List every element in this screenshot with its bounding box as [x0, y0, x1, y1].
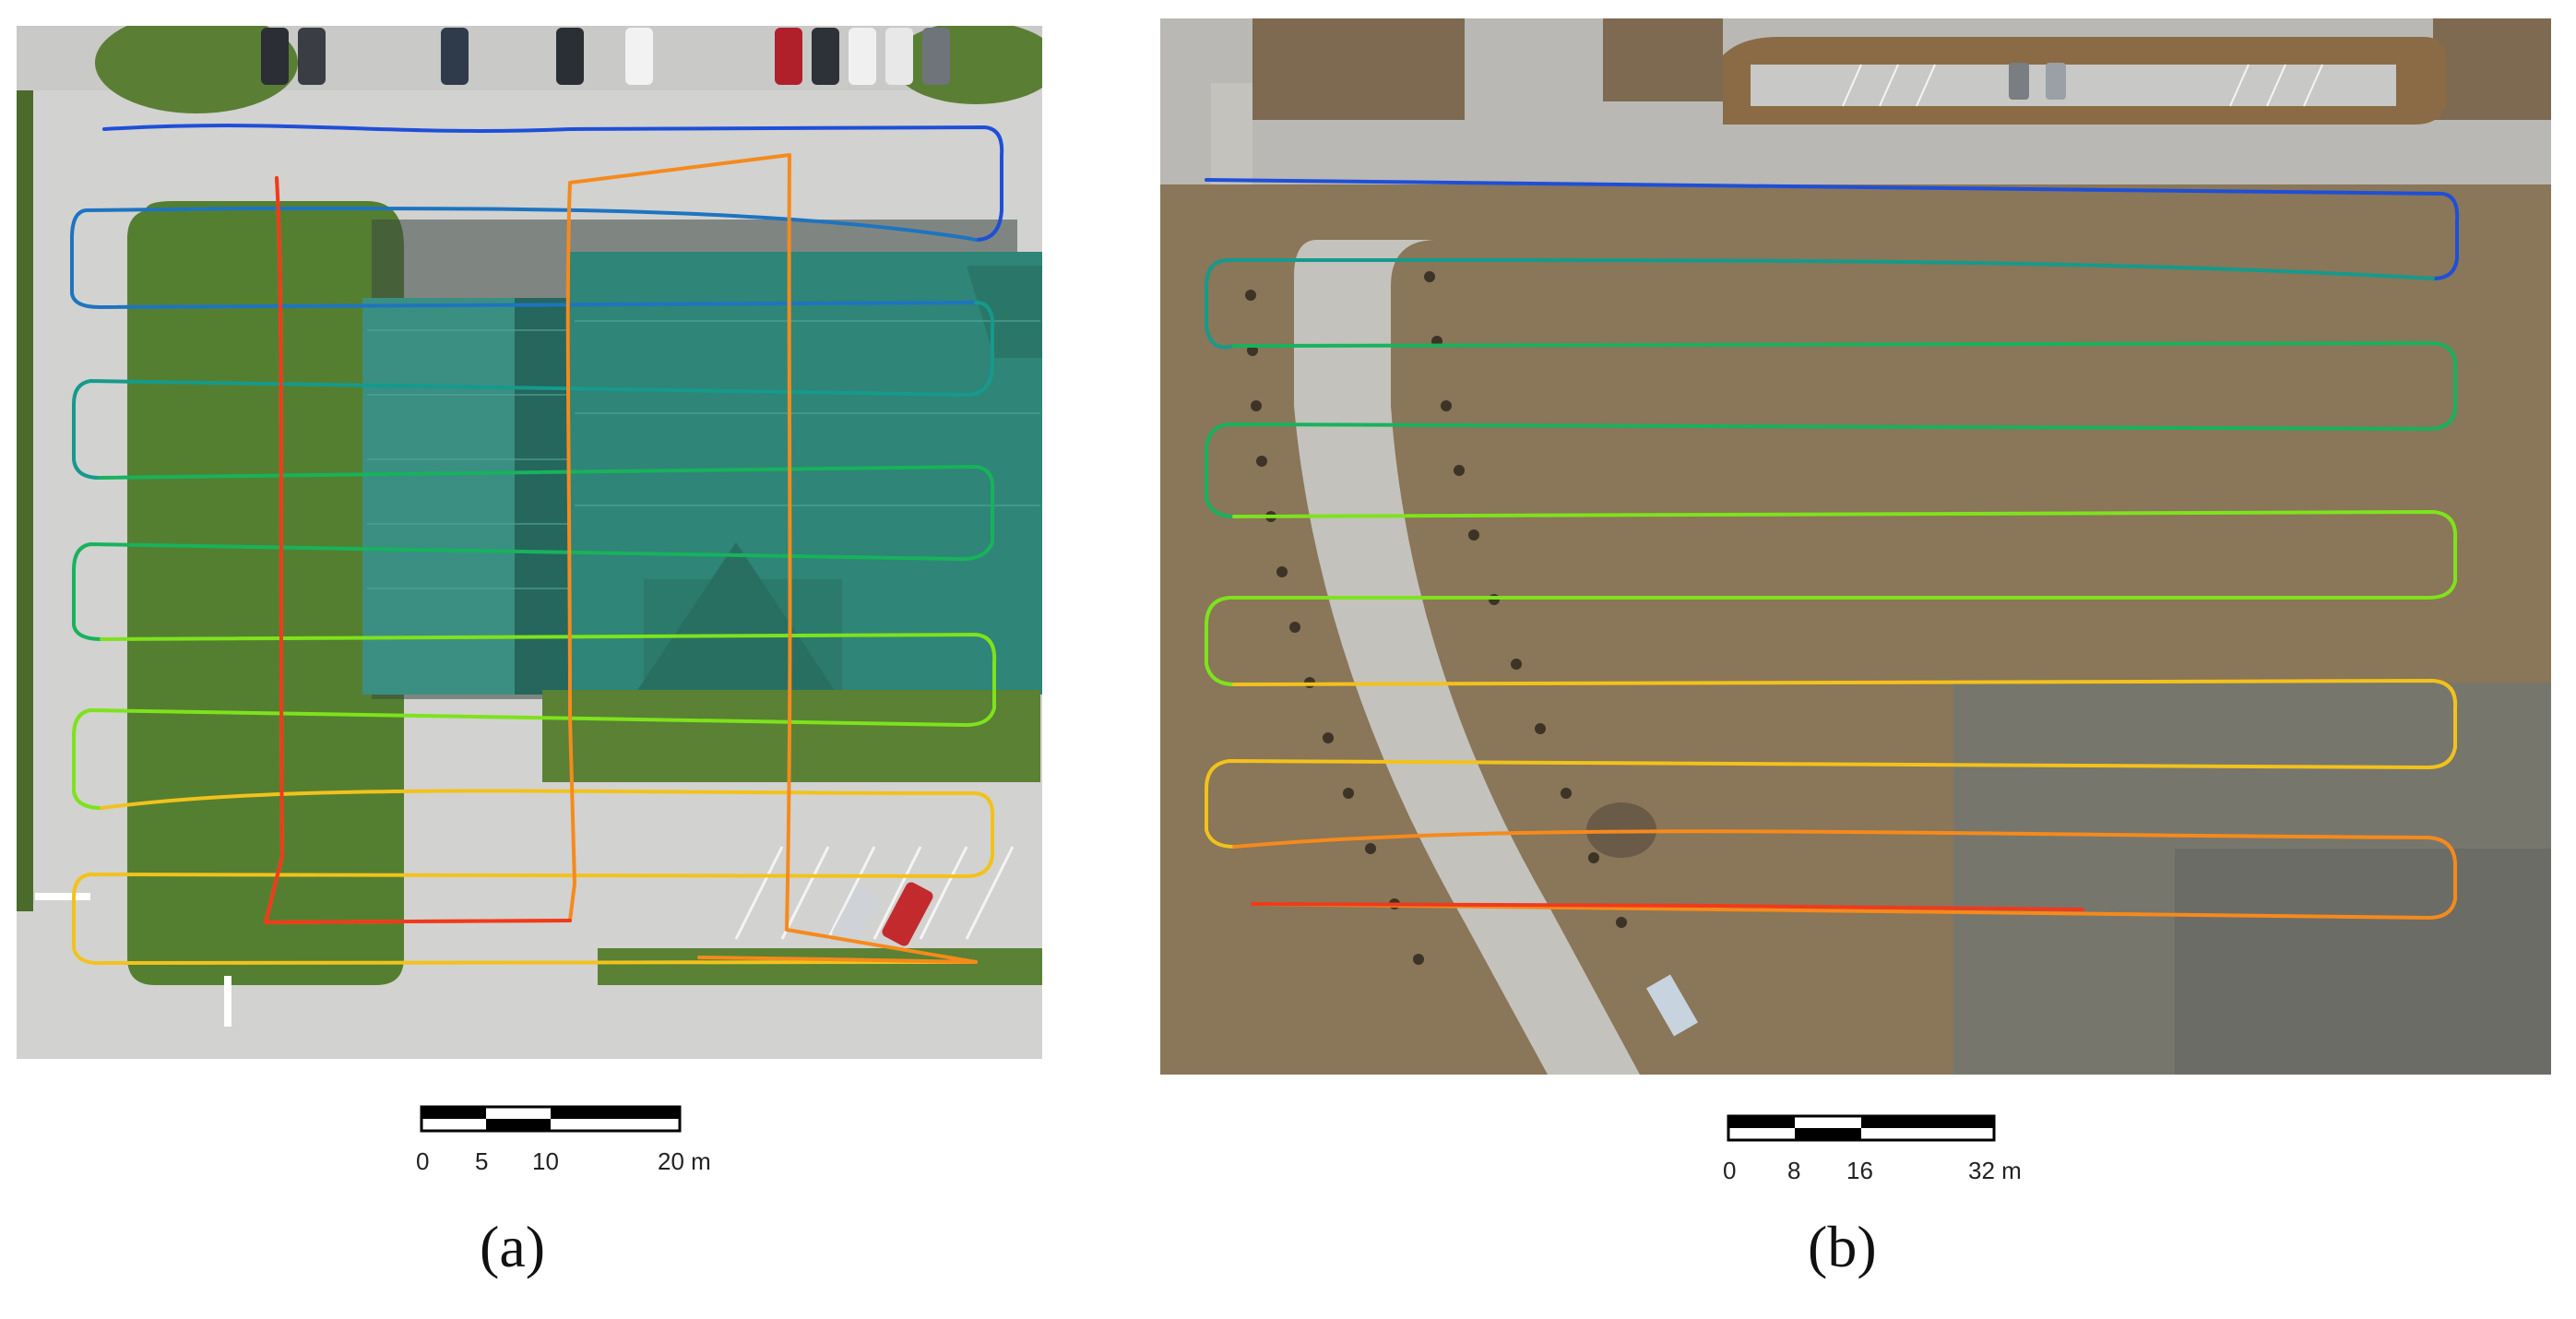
panel-a-caption: (a): [480, 1214, 546, 1279]
parking-stalls: [734, 846, 1015, 940]
parked-cars-top: [261, 28, 950, 85]
scale-tick-label: 0: [1723, 1157, 1737, 1184]
scale-bar-b-labels: 0 8 16 32 m: [1723, 1157, 2022, 1194]
scale-tick-label: 0: [416, 1147, 430, 1175]
map-b-canvas: [1160, 18, 2551, 1075]
tree-markers: [1245, 271, 1627, 965]
flight-path-b: [1205, 178, 2460, 920]
scale-tick-label: 16: [1846, 1157, 1873, 1184]
scale-tick-label: 20 m: [658, 1147, 711, 1175]
building-roof: [362, 252, 1042, 736]
scale-bar-a-labels: 0 5 10 20 m: [416, 1147, 711, 1184]
scale-bar-b: 0 8 16 32 m: [1723, 1114, 2022, 1197]
scale-bar-a: 0 5 10 20 m: [416, 1105, 711, 1188]
scale-tick-label: 32 m: [1968, 1157, 2022, 1184]
aerial-map-b: [1160, 18, 2551, 1075]
flight-path-a: [70, 124, 1004, 966]
aerial-map-a: [17, 26, 1042, 1059]
scale-tick-label: 8: [1787, 1157, 1801, 1184]
scale-tick-label: 10: [532, 1147, 559, 1175]
scale-tick-label: 5: [475, 1147, 489, 1175]
panel-b-caption: (b): [1808, 1214, 1877, 1279]
map-a-canvas: [17, 26, 1042, 1059]
